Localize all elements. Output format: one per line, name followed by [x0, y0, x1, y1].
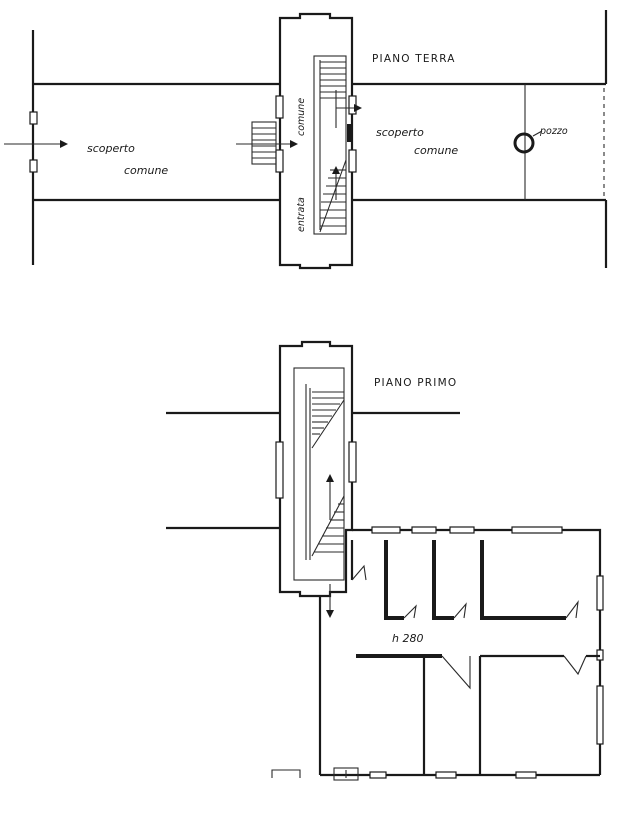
apartment-walls [271, 526, 604, 781]
entry-steps [251, 121, 277, 165]
right-yard-label-1: scoperto [376, 126, 424, 139]
ceiling-height-label: h 280 [392, 632, 423, 645]
ground-arrows [4, 90, 362, 200]
first-stair-flight [311, 391, 345, 618]
first-left-walls [166, 411, 460, 530]
ground-left-walls [29, 30, 280, 265]
stair-label-entrata: entrata [296, 197, 307, 232]
ground-floor-plan: PIANO TERRA scoperto comune scoperto com… [4, 10, 608, 270]
well-label: pozzo [539, 126, 568, 137]
right-yard-label-2: comune [414, 144, 458, 157]
first-floor-title: PIANO PRIMO [374, 377, 457, 389]
ground-floor-title: PIANO TERRA [372, 53, 456, 65]
well-symbol [513, 130, 543, 154]
stair-label-comune: comune [296, 98, 307, 136]
first-floor-plan: PIANO PRIMO h 280 [166, 340, 604, 781]
left-yard-label-2: comune [124, 164, 168, 177]
ground-stair-flight [313, 55, 347, 235]
ground-right-walls [352, 10, 608, 268]
ground-stair-block [251, 12, 357, 270]
left-yard-label-1: scoperto [87, 142, 135, 155]
first-stair-block [275, 340, 357, 618]
